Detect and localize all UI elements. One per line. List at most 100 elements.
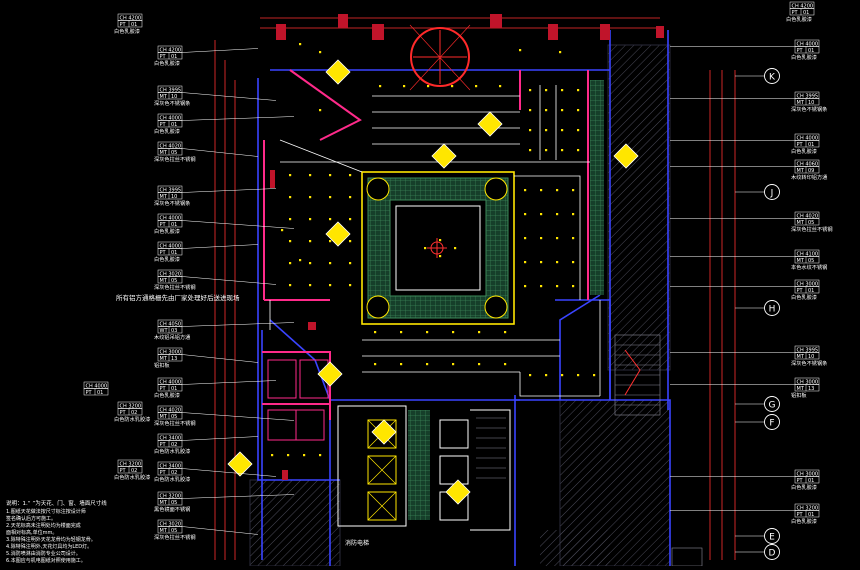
downlight: [556, 285, 559, 288]
downlight: [556, 213, 559, 216]
tag-material-description: 白色乳胶漆: [154, 227, 180, 235]
tag-code-box: [157, 192, 183, 200]
downlight: [329, 196, 332, 199]
downlight: [529, 374, 532, 377]
tag-ceiling-height: CH 3995: [160, 87, 182, 93]
downlight: [281, 229, 284, 232]
downlight: [452, 331, 455, 334]
leader-line: [181, 436, 259, 441]
tag-code-box: [794, 352, 820, 360]
downlight: [545, 149, 548, 152]
tag-material-number: 01: [808, 478, 814, 484]
note-line: 面相对标高,单位mm。: [6, 529, 57, 536]
tag-material-description: 白色乳胶漆: [114, 27, 140, 35]
leader-line: [181, 322, 295, 327]
downlight: [424, 247, 427, 250]
downlight: [593, 374, 596, 377]
downlight: [349, 196, 352, 199]
tag-code-box: [794, 218, 820, 226]
downlight: [478, 363, 481, 366]
tag-material-code: MT: [797, 386, 805, 392]
leader-line: [181, 494, 295, 499]
tag-material-description: 深灰色拉丝不锈钢: [154, 419, 196, 427]
tag-material-number: 13: [808, 386, 814, 392]
tag-material-code: MT: [160, 500, 168, 506]
tag-code-box: [117, 408, 143, 416]
downlight: [289, 196, 292, 199]
downlight: [561, 374, 564, 377]
axis-bubble: J: [735, 184, 780, 200]
downlight: [504, 331, 507, 334]
tag-material-description: 白色乳胶漆: [786, 15, 812, 23]
downlight: [451, 85, 454, 88]
downlight: [559, 51, 562, 54]
tag-material-description: 深灰色拉丝不锈钢: [154, 283, 196, 291]
downlight: [524, 237, 527, 240]
axis-label: J: [770, 189, 774, 199]
tag-ceiling-height: CH 3020: [160, 271, 182, 277]
downlight: [349, 218, 352, 221]
downlight: [319, 51, 322, 54]
tag-material-description: 铝扣板: [154, 361, 170, 369]
tag-material-code: MT: [160, 414, 168, 420]
tag-code-box: [157, 248, 183, 256]
downlight: [572, 213, 575, 216]
downlight: [556, 237, 559, 240]
axis-circle: [764, 68, 780, 84]
tag-material-description: 深灰色拉丝不锈钢: [791, 225, 833, 233]
leader-line: [181, 244, 259, 249]
downlight: [309, 196, 312, 199]
downlight: [572, 189, 575, 192]
tag-code-box: [157, 440, 183, 448]
tag-ceiling-height: CH 4000: [797, 135, 819, 141]
downlight: [289, 284, 292, 287]
axis-circle: [764, 414, 780, 430]
tag-material-number: 10: [171, 94, 177, 100]
downlight: [556, 261, 559, 264]
leader-line: [181, 412, 295, 421]
tag-material-number: 01: [803, 10, 809, 16]
tag-material-number: 05: [171, 278, 177, 284]
downlight: [572, 285, 575, 288]
tag-material-number: 01: [808, 512, 814, 518]
tag-ceiling-height: CH 4200: [792, 3, 814, 9]
partition-walls: [262, 69, 589, 420]
general-notes: 说明：1.“ ”为天花、门、窗、墙面尺寸线 1.图纸天花做法按尺寸标注按设计师签…: [6, 499, 107, 564]
tag-ceiling-height: CH 3200: [160, 493, 182, 499]
leader-line: [181, 354, 259, 363]
downlight: [478, 331, 481, 334]
tag-ceiling-height: CH 3000: [797, 281, 819, 287]
downlight: [529, 89, 532, 92]
note-line: 4.除特殊注明外,天花灯具均为LED灯。: [6, 543, 92, 550]
tag-material-number: 01: [808, 142, 814, 148]
tag-ceiling-height: CH 4000: [160, 115, 182, 121]
axis-label: K: [769, 73, 776, 83]
tag-material-number: 01: [171, 122, 177, 128]
tag-material-description: 白色乳胶漆: [791, 517, 817, 525]
tag-ceiling-height: CH 4000: [797, 41, 819, 47]
structural-columns: [270, 14, 664, 480]
downlight: [545, 374, 548, 377]
downlight: [504, 363, 507, 366]
tag-material-code: PT: [160, 442, 167, 448]
downlight-fixtures: [271, 43, 596, 457]
tag-material-description: 黑色镜面不锈钢: [154, 505, 190, 513]
downlight: [454, 247, 457, 250]
tag-material-description: 白色乳胶漆: [791, 53, 817, 61]
downlight: [289, 174, 292, 177]
tag-material-code: MT: [160, 356, 168, 362]
downlight: [374, 363, 377, 366]
tag-material-code: PT: [160, 54, 167, 60]
tag-ceiling-height: CH 4200: [120, 15, 142, 21]
tag-material-description: 白色乳胶漆: [791, 293, 817, 301]
downlight: [349, 284, 352, 287]
